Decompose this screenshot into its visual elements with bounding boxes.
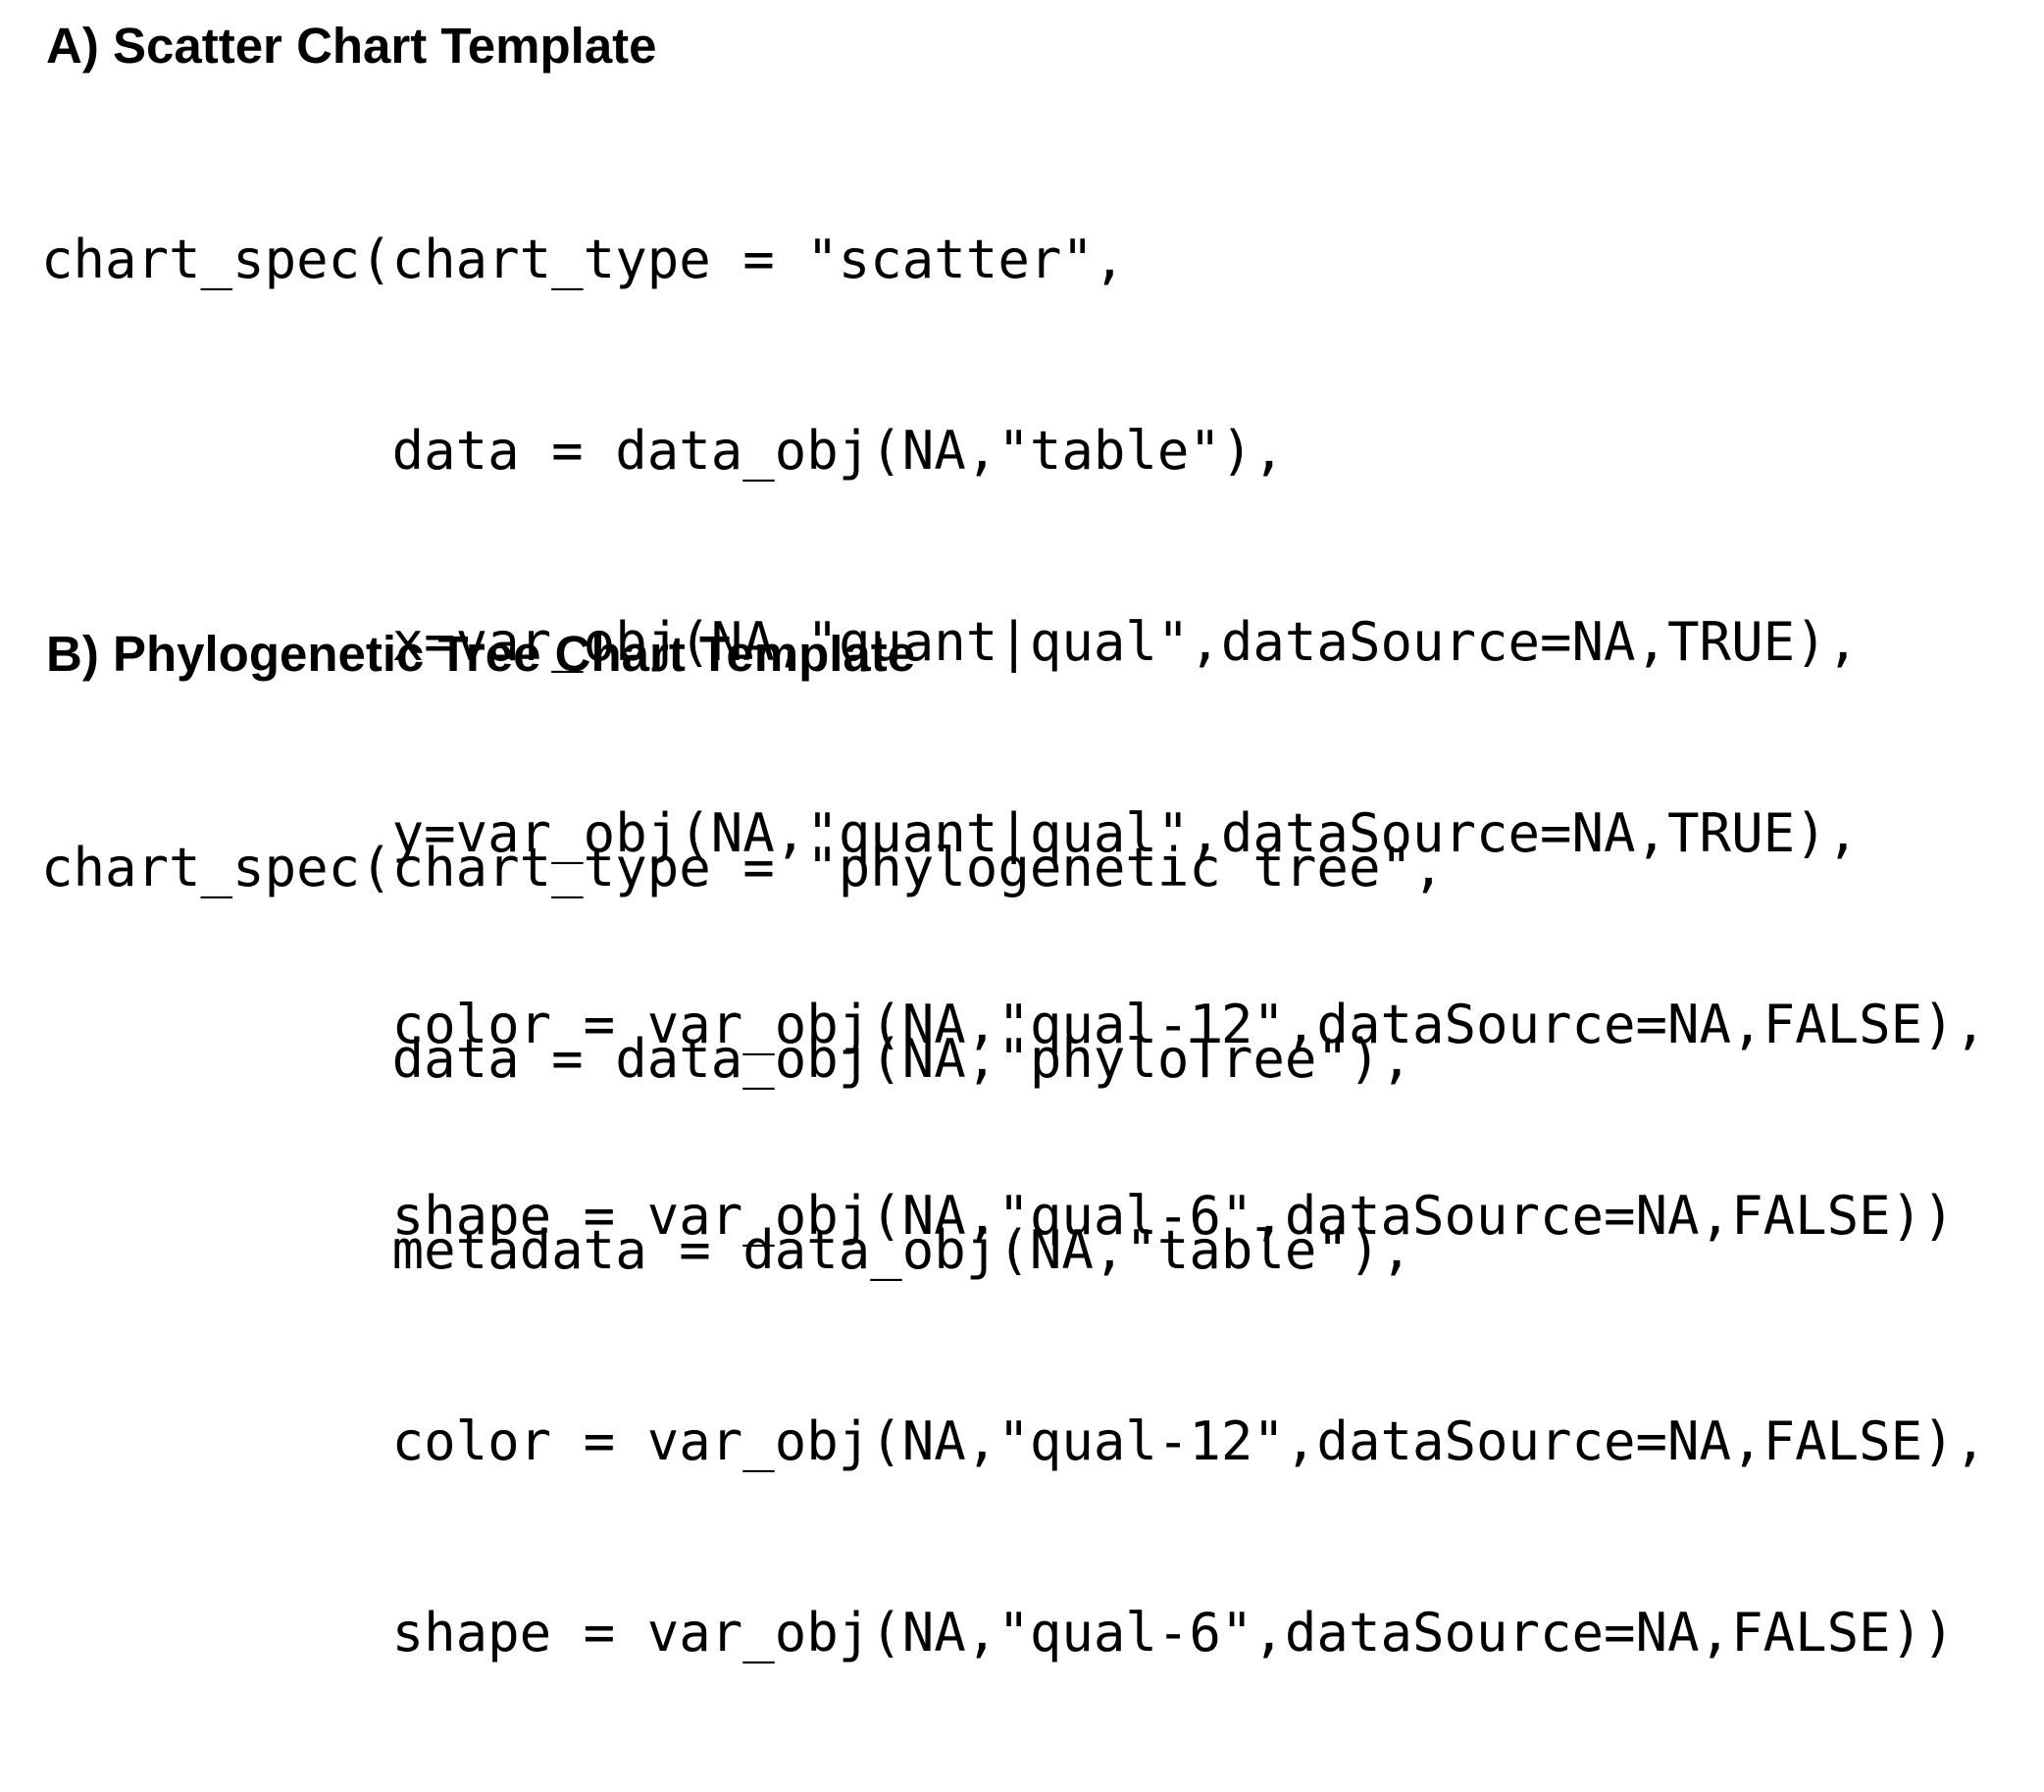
code-line: y=var_obj(NA,"quant|qual",dataSource=NA,…	[41, 802, 1860, 864]
code-line: data = data_obj(NA,"phyloTree"),	[41, 1028, 1412, 1090]
code-line: data = data_obj(NA,"table"),	[41, 420, 1285, 482]
section-heading: A) Scatter Chart Template	[46, 18, 657, 74]
code-line: chart_spec(chart_type = "phylogenetic tr…	[41, 837, 1445, 898]
code-line: color = var_obj(NA,"qual-12",dataSource=…	[41, 994, 1987, 1055]
code-line: x=var_obj(NA,"quant|qual",dataSource=NA,…	[41, 611, 1860, 673]
code-line: shape = var_obj(NA,"qual-6",dataSource=N…	[41, 1602, 1955, 1664]
code-line: metadata = data_obj(NA,"table"),	[41, 1219, 1412, 1281]
section-heading: B) Phylogenetic Tree Chart Template	[46, 626, 916, 682]
code-block: chart_spec(chart_type = "phylogenetic tr…	[41, 708, 1986, 1792]
code-line: color = var_obj(NA,"qual-12",dataSource=…	[41, 1410, 1987, 1472]
code-line: chart_spec(chart_type = "scatter",	[41, 229, 1126, 290]
